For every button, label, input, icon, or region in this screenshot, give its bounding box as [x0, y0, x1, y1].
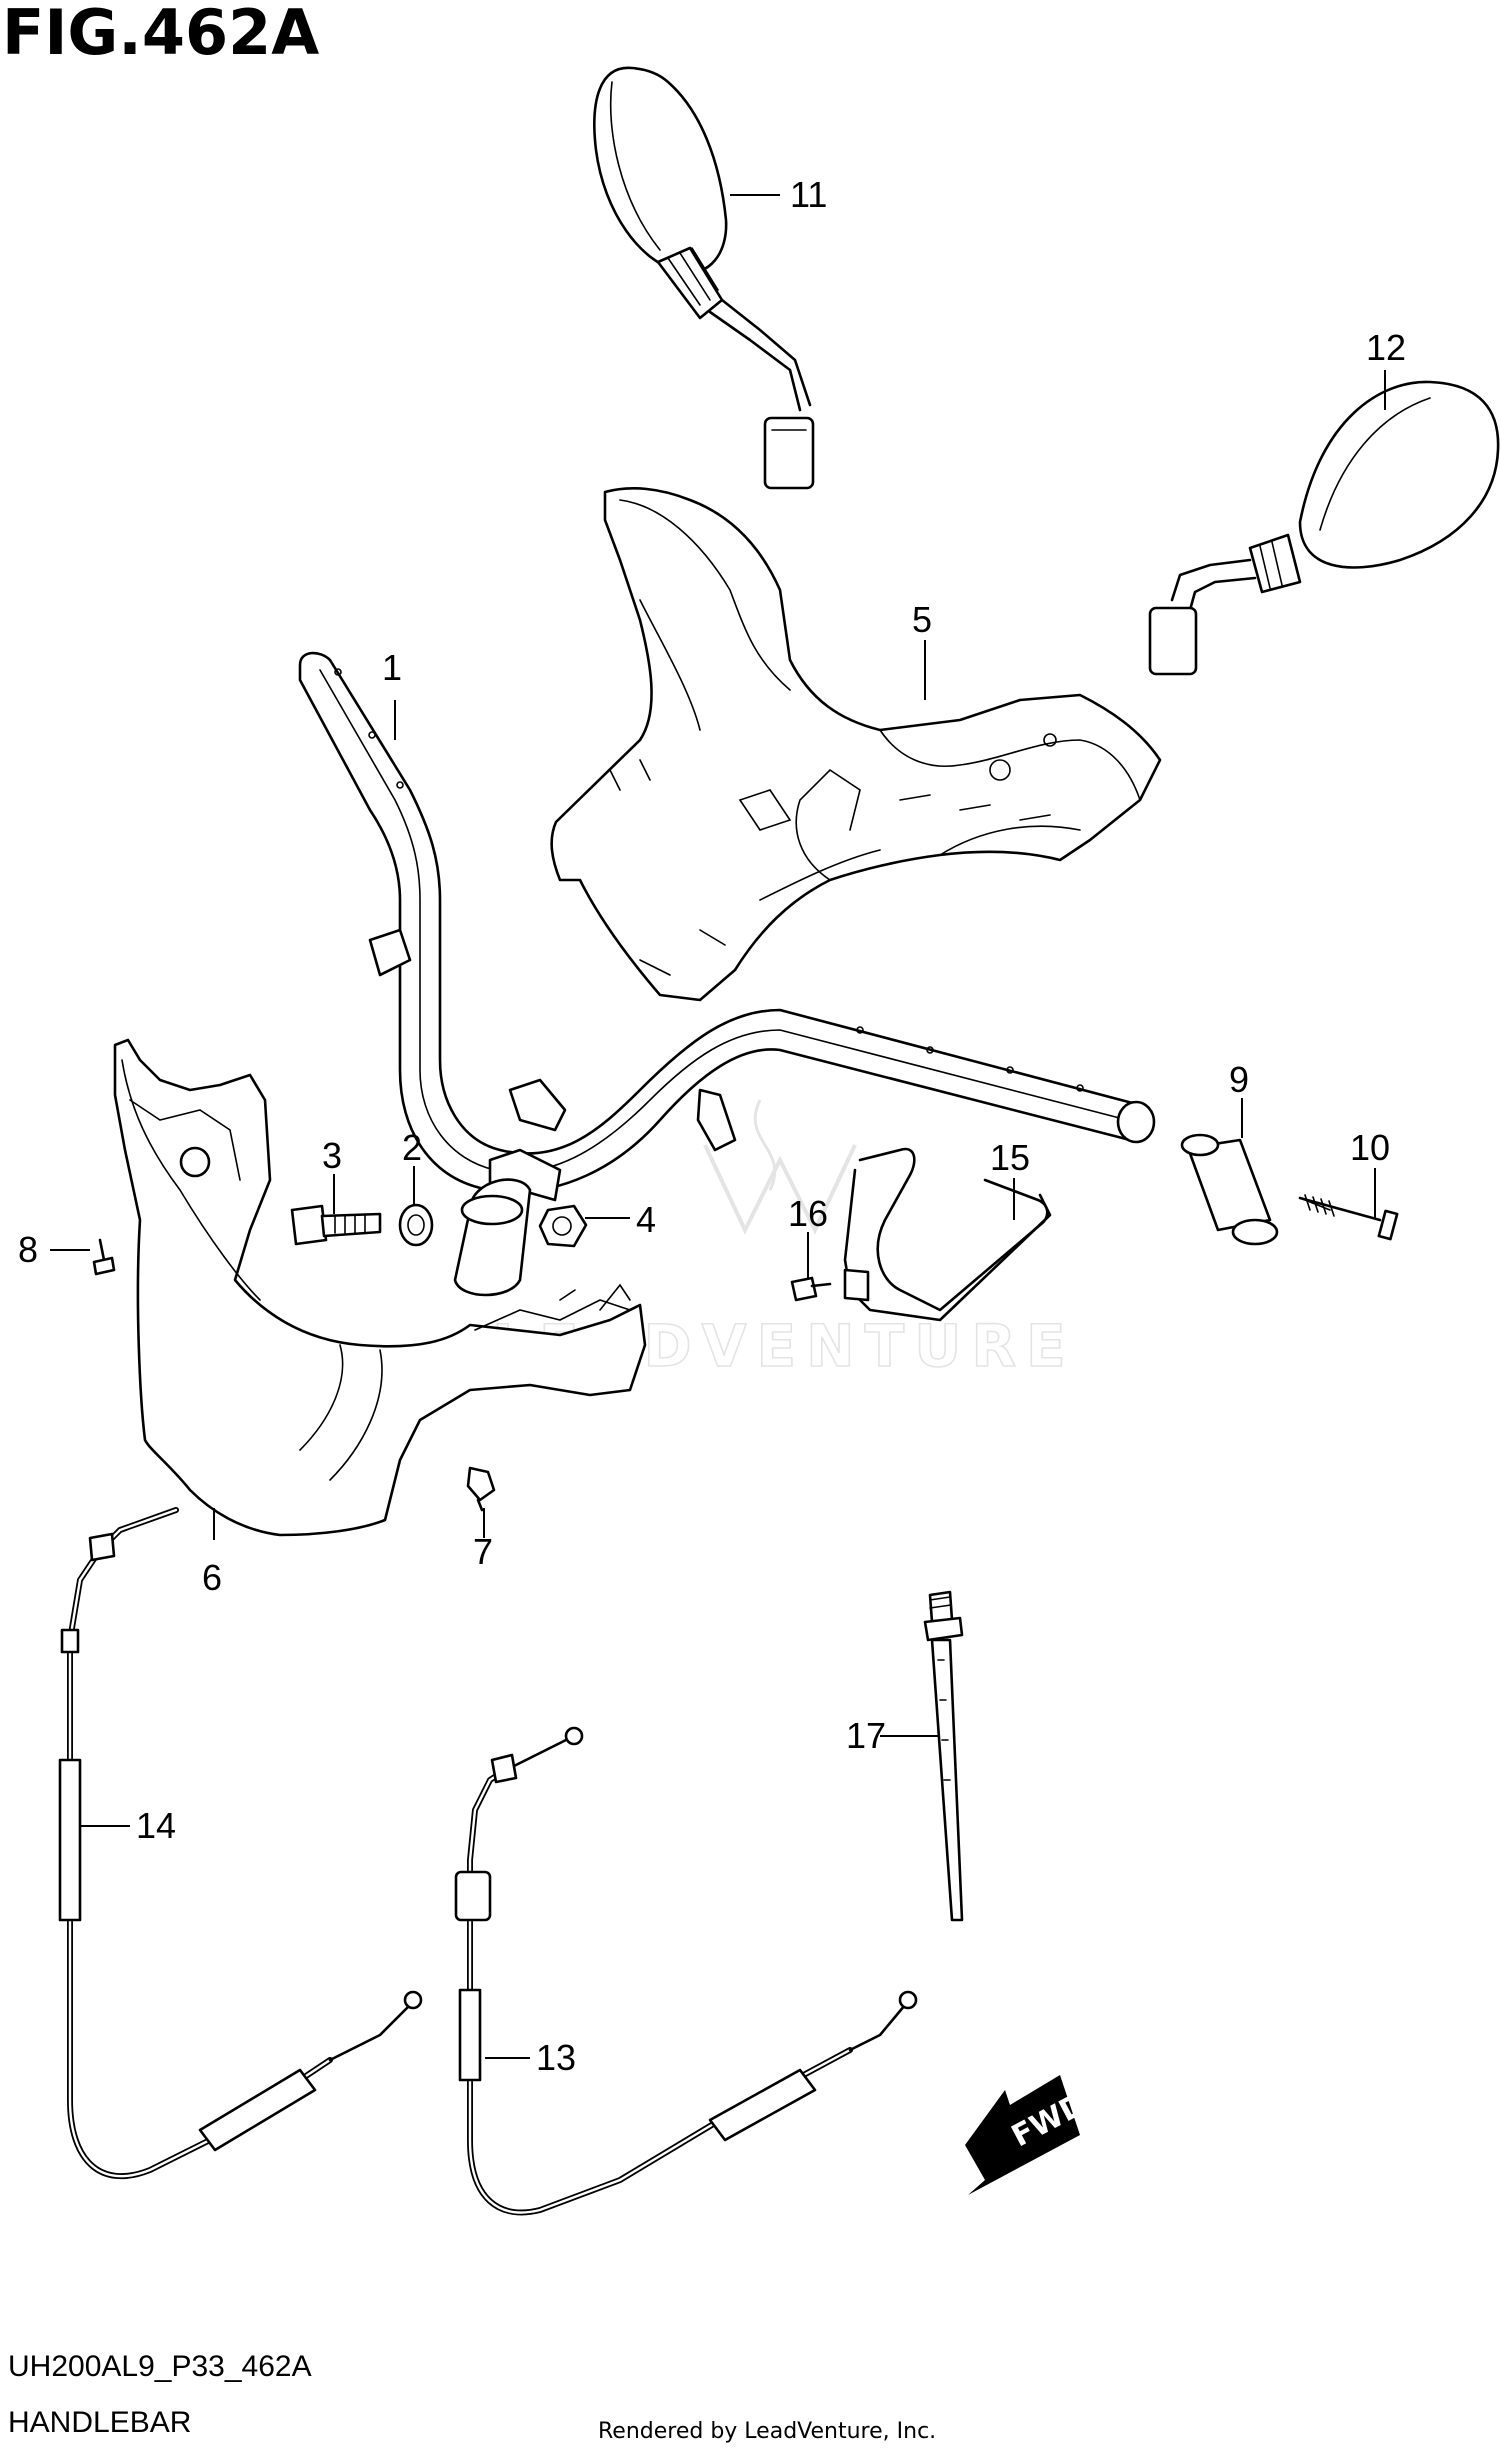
callout-8: 8 [18, 1229, 38, 1270]
figure-name: HANDLEBAR [8, 2406, 191, 2439]
wire-clamp-15 [843, 1147, 1052, 1322]
mirror-left [593, 66, 815, 490]
callout-9: 9 [1229, 1059, 1249, 1100]
bar-end-weight [1180, 1133, 1279, 1246]
cable-13 [454, 1726, 918, 2216]
nut-4 [538, 1204, 588, 1248]
bolt-3 [290, 1204, 382, 1246]
lower-handle-cover [113, 1038, 647, 1537]
screw-8 [92, 1238, 116, 1276]
figure-title: FIG.462A [2, 0, 319, 69]
leader-lines [50, 194, 1386, 2059]
collar-2 [398, 1203, 434, 1247]
callout-1: 1 [382, 647, 402, 688]
watermark-logo-icon [703, 1144, 857, 1235]
callout-2: 2 [402, 1127, 422, 1168]
callout-16: 16 [788, 1193, 828, 1234]
callout-6: 6 [202, 1557, 222, 1598]
figure-code: UH200AL9_P33_462A [8, 2350, 312, 2383]
upper-handle-cover [550, 487, 1162, 1002]
callout-3: 3 [322, 1135, 342, 1176]
callout-4: 4 [636, 1199, 656, 1240]
cable-14 [58, 1507, 423, 2180]
cable-tie-17 [923, 1590, 964, 1922]
callouts: 1 2 3 4 5 6 7 8 9 10 11 12 13 14 15 16 1… [18, 174, 1406, 2078]
callout-11: 11 [790, 174, 827, 215]
callout-14: 14 [136, 1805, 176, 1846]
callout-10: 10 [1350, 1127, 1390, 1168]
credit-text: Rendered by LeadVenture, Inc. [598, 2419, 936, 2444]
mirror-right [1148, 380, 1500, 676]
bolt-16 [790, 1276, 832, 1302]
fwd-arrow-icon: FWD [965, 2075, 1092, 2195]
callout-15: 15 [990, 1137, 1030, 1178]
callout-17: 17 [846, 1715, 886, 1756]
callout-12: 12 [1366, 327, 1406, 368]
handlebar [298, 651, 1156, 1297]
callout-5: 5 [912, 599, 932, 640]
callout-13: 13 [536, 2037, 576, 2078]
screw-10 [1298, 1194, 1399, 1241]
watermark-flame-icon [753, 1099, 777, 1191]
clip-7 [466, 1466, 496, 1512]
callout-7: 7 [473, 1531, 493, 1572]
